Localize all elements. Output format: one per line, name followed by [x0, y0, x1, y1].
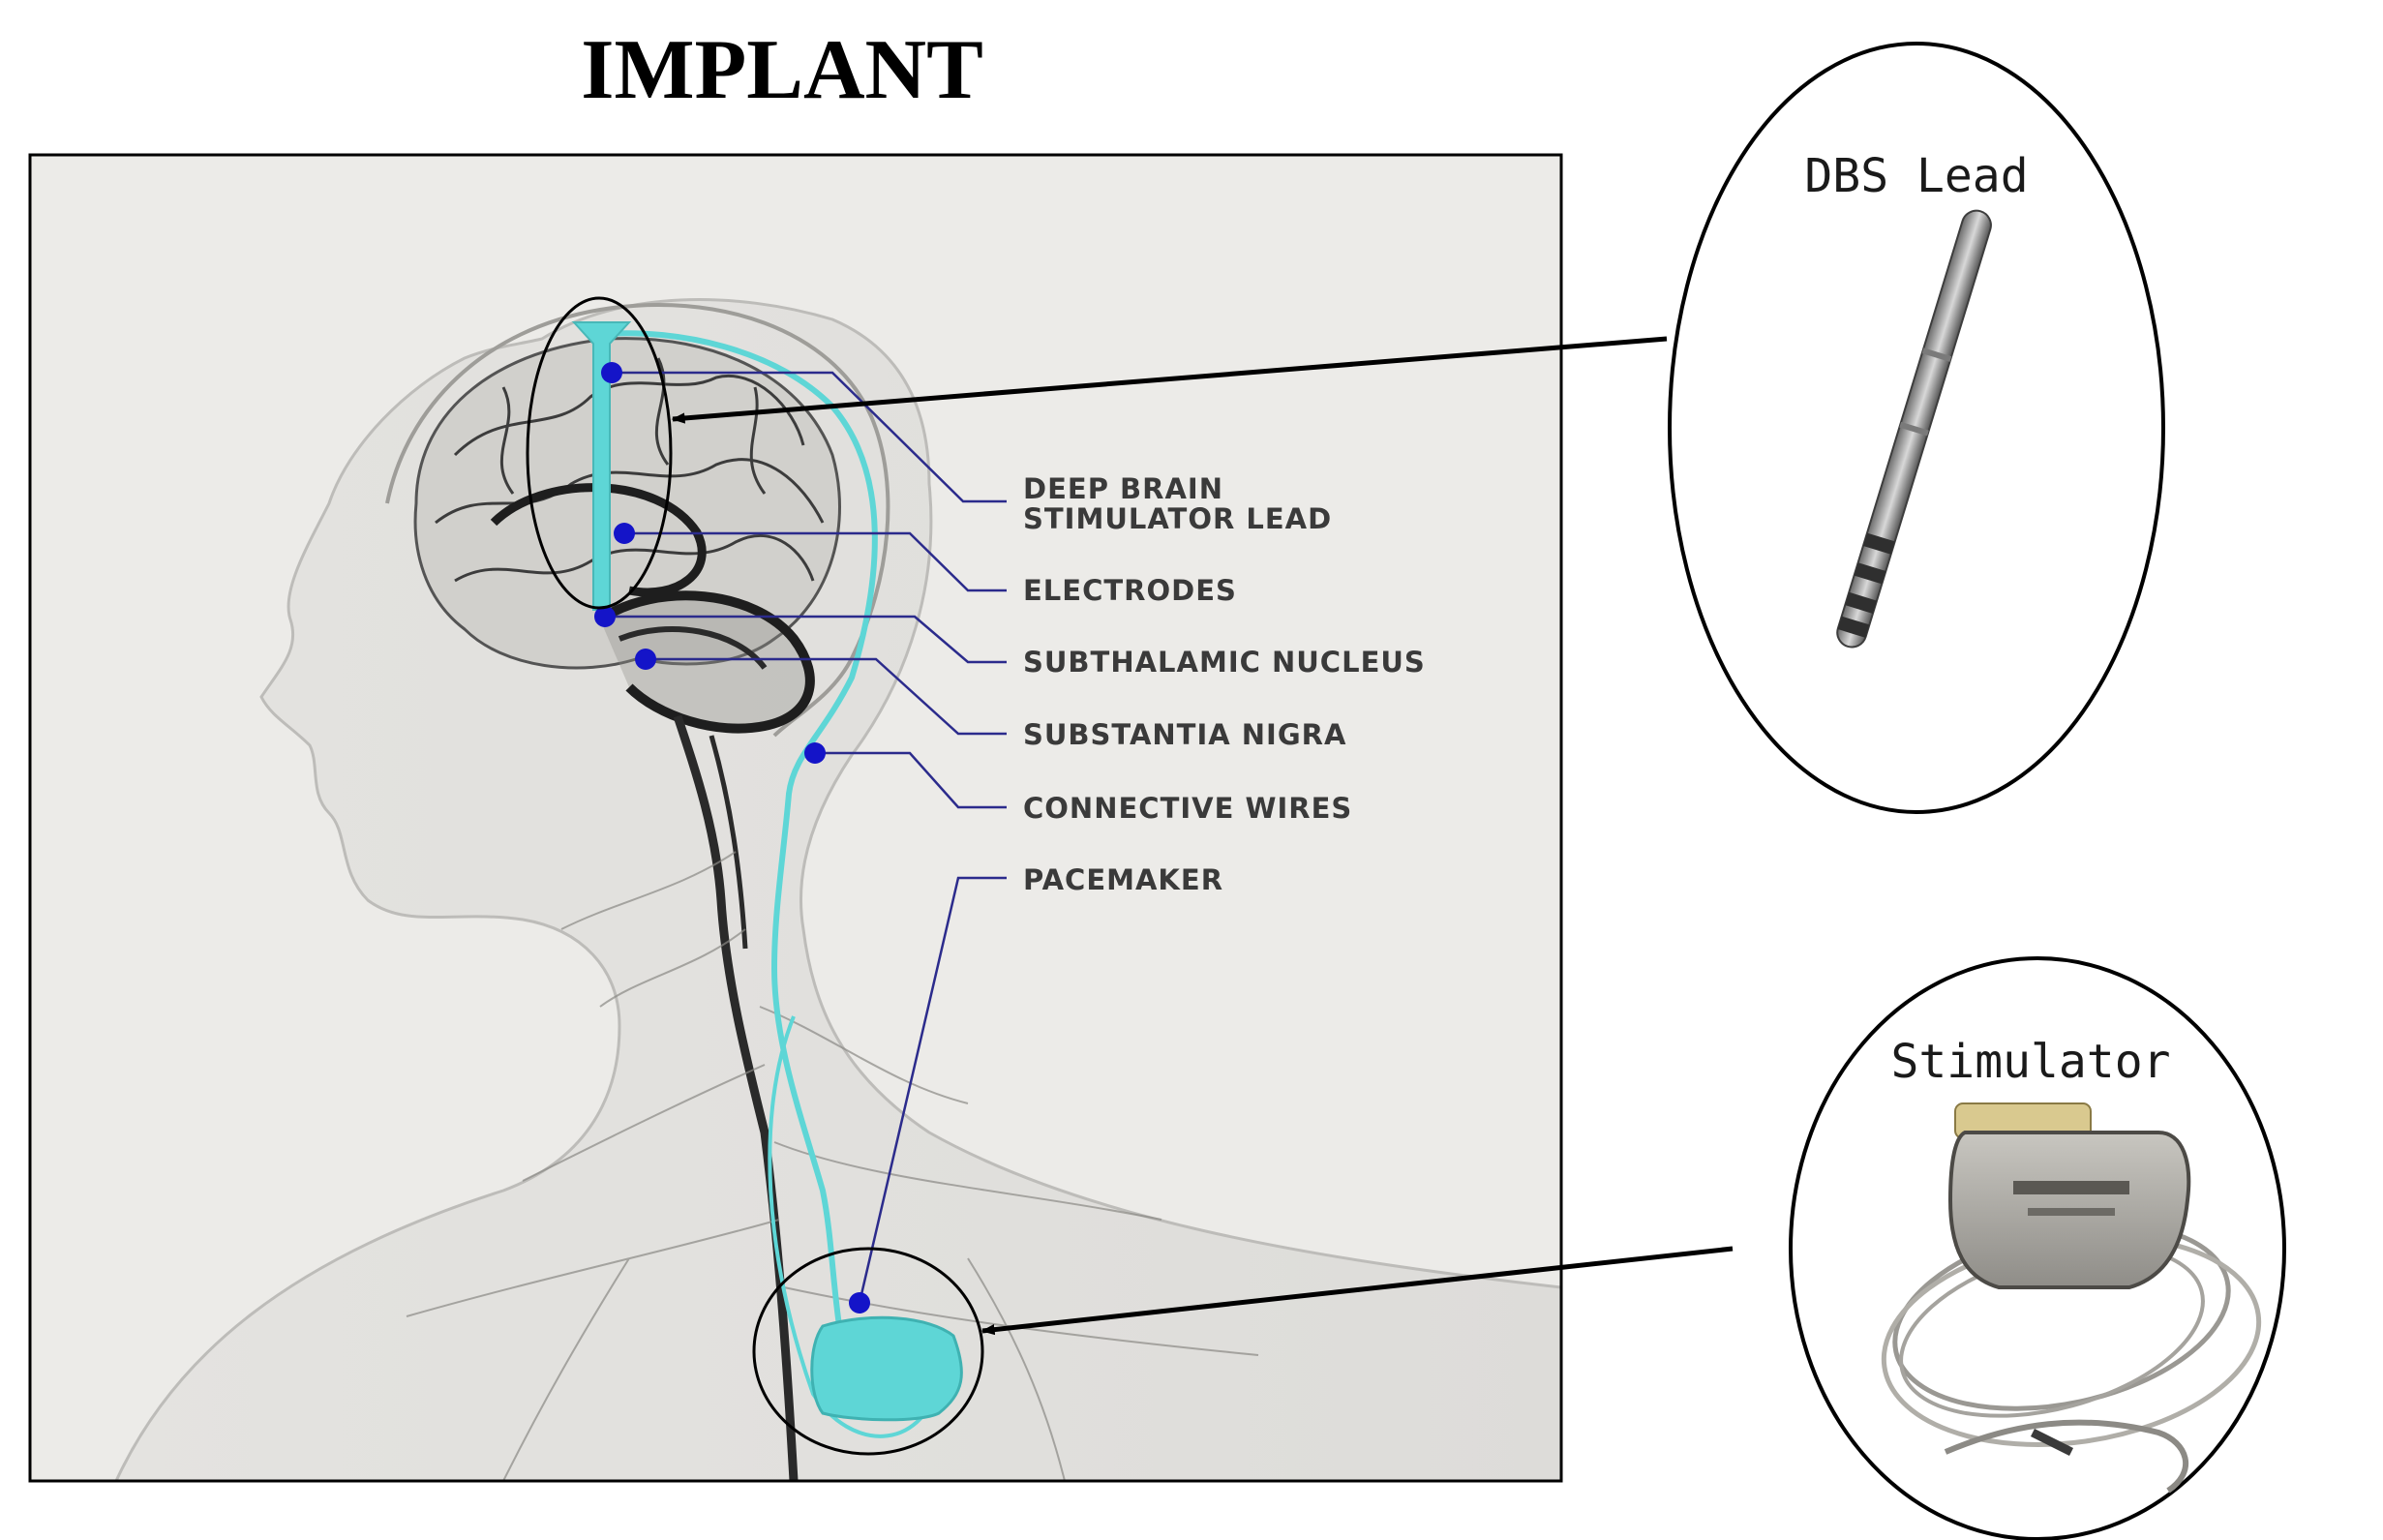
marker-lead — [601, 362, 622, 383]
label-electrodes: ELECTRODES — [1023, 574, 1237, 607]
stimulator-inset-label: Stimulator — [1891, 1035, 2171, 1089]
marker-electrodes — [614, 523, 635, 544]
pacemaker-implant — [812, 1317, 962, 1419]
label-connective-wires: CONNECTIVE WIRES — [1023, 792, 1352, 825]
label-pacemaker: PACEMAKER — [1023, 863, 1223, 896]
dbs-lead-inset-label: DBS Lead — [1804, 149, 2028, 203]
label-dbs-lead-line2: STIMULATOR LEAD — [1023, 502, 1332, 535]
anatomy-panel: DEEP BRAIN STIMULATOR LEAD ELECTRODES SU… — [30, 155, 1561, 1481]
stimulator-inset: Stimulator — [1791, 958, 2284, 1539]
label-dbs-lead-line1: DEEP BRAIN — [1023, 472, 1223, 505]
label-subthalamic-nucleus: SUBTHALAMIC NUCLEUS — [1023, 646, 1426, 679]
marker-pacemaker — [849, 1292, 870, 1314]
dbs-lead-inset: DBS Lead — [1670, 44, 2163, 812]
marker-sn — [635, 649, 656, 670]
label-substantia-nigra: SUBSTANTIA NIGRA — [1023, 718, 1346, 751]
marker-wires — [804, 742, 826, 764]
figure-title: IMPLANT — [581, 23, 983, 117]
